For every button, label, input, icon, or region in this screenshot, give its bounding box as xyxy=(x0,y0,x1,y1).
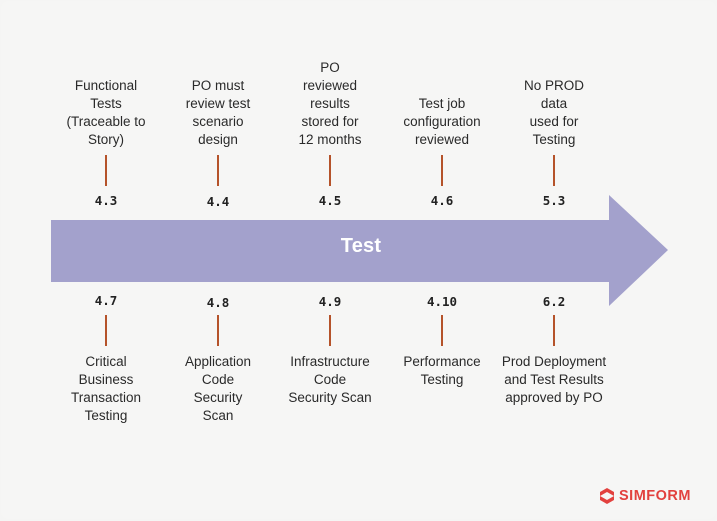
connector-tick xyxy=(105,155,107,186)
label-line: design xyxy=(198,132,238,147)
label-line: Story) xyxy=(87,132,124,147)
label-line: Infrastructure xyxy=(290,354,370,369)
connector-tick xyxy=(217,315,219,346)
simform-logo: SIMFORM xyxy=(598,487,691,505)
label-line: Security xyxy=(193,390,243,405)
connector-tick xyxy=(441,315,443,346)
label-line: Code xyxy=(201,372,235,387)
connector-tick xyxy=(553,315,555,346)
arrow-label: Test xyxy=(340,235,382,257)
label-line: (Traceable to xyxy=(66,114,146,129)
label-line: configuration xyxy=(403,114,481,129)
brand-name: SIMFORM xyxy=(619,488,691,504)
requirement-code: 4.5 xyxy=(318,193,342,208)
top-item-label-2: PO must review test scenario design xyxy=(153,77,283,149)
top-item-label-3: PO reviewed results stored for 12 months xyxy=(265,59,395,149)
requirement-code: 5.3 xyxy=(542,193,566,208)
label-line: Scan xyxy=(202,408,234,423)
label-line: results xyxy=(310,96,350,111)
simform-mark-icon xyxy=(600,488,614,504)
connector-tick xyxy=(441,155,443,186)
label-line: Functional xyxy=(74,78,138,93)
requirement-code: 4.7 xyxy=(94,293,118,308)
requirement-code: 4.8 xyxy=(206,295,230,310)
label-line: Test job xyxy=(418,96,466,111)
requirement-code: 4.10 xyxy=(426,294,458,309)
label-line: Prod Deployment xyxy=(501,354,607,369)
label-line: approved by PO xyxy=(505,390,603,405)
label-line: Transaction xyxy=(70,390,142,405)
arrow-shape xyxy=(51,195,668,306)
label-line: reviewed xyxy=(414,132,470,147)
bottom-item-label-3: Infrastructure Code Security Scan xyxy=(265,353,395,407)
label-line: 12 months xyxy=(298,132,362,147)
requirement-code: 4.3 xyxy=(94,193,118,208)
top-item-label-1: Functional Tests (Traceable to Story) xyxy=(41,77,171,149)
label-line: Critical xyxy=(85,354,127,369)
label-line: Security Scan xyxy=(288,390,372,405)
label-line: Tests xyxy=(90,96,122,111)
label-line: PO xyxy=(320,60,340,75)
label-line: PO must xyxy=(191,78,245,93)
bottom-item-label-5: Prod Deployment and Test Results approve… xyxy=(489,353,619,407)
label-line: review test xyxy=(185,96,251,111)
label-line: stored for xyxy=(301,114,359,129)
top-item-label-5: No PROD data used for Testing xyxy=(489,77,619,149)
label-line: used for xyxy=(529,114,579,129)
label-line: reviewed xyxy=(302,78,358,93)
requirement-code: 4.6 xyxy=(430,193,454,208)
label-line: Application xyxy=(184,354,252,369)
connector-tick xyxy=(329,155,331,186)
requirement-code: 4.4 xyxy=(206,194,230,209)
label-line: data xyxy=(540,96,568,111)
label-line: Testing xyxy=(532,132,576,147)
top-item-label-4: Test job configuration reviewed xyxy=(377,77,507,149)
label-line: Business xyxy=(78,372,134,387)
label-line: and Test Results xyxy=(504,372,604,387)
label-line: Performance xyxy=(403,354,481,369)
requirement-code: 6.2 xyxy=(542,294,566,309)
label-line: scenario xyxy=(192,114,244,129)
connector-tick xyxy=(553,155,555,186)
connector-tick xyxy=(105,315,107,346)
requirement-code: 4.9 xyxy=(318,294,342,309)
label-line: No PROD xyxy=(523,78,584,93)
connector-tick xyxy=(217,155,219,186)
label-line: Testing xyxy=(84,408,128,423)
label-line: Testing xyxy=(420,372,464,387)
label-line: Code xyxy=(313,372,347,387)
bottom-item-label-2: Application Code Security Scan xyxy=(153,353,283,425)
bottom-item-label-4: Performance Testing xyxy=(377,353,507,389)
connector-tick xyxy=(329,315,331,346)
bottom-item-label-1: Critical Business Transaction Testing xyxy=(41,353,171,425)
